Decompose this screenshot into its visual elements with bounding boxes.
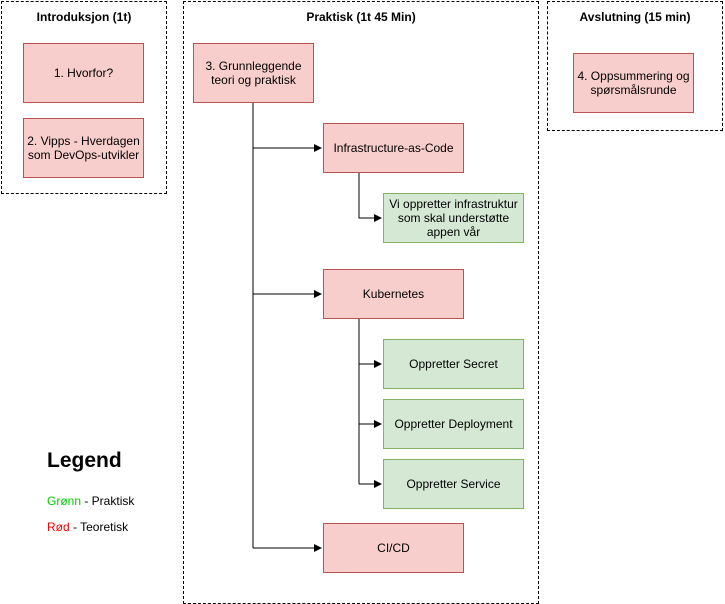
- legend-practical: Grønn - Praktisk: [47, 494, 134, 508]
- node-vipps[interactable]: 2. Vipps - Hverdagen som DevOps-utvikler: [23, 118, 144, 178]
- node-service[interactable]: Oppretter Service: [383, 459, 524, 509]
- node-why[interactable]: 1. Hvorfor?: [23, 43, 144, 103]
- group-intro-title: Introduksjon (1t): [36, 10, 132, 24]
- legend-red-desc: - Teoretisk: [69, 520, 129, 534]
- group-intro: Introduksjon (1t): [1, 1, 167, 194]
- node-secret[interactable]: Oppretter Secret: [383, 339, 524, 389]
- legend-theory: Rød - Teoretisk: [47, 520, 128, 534]
- node-deployment[interactable]: Oppretter Deployment: [383, 399, 524, 449]
- group-conclusion-title: Avslutning (15 min): [579, 10, 691, 24]
- legend-title: Legend: [47, 449, 122, 472]
- node-kubernetes[interactable]: Kubernetes: [323, 269, 464, 319]
- node-basics[interactable]: 3. Grunnleggende teori og praktisk: [193, 43, 314, 103]
- legend-green-word: Grønn: [47, 494, 82, 508]
- arrow-to-iac-task: [358, 173, 382, 222]
- node-iac-task[interactable]: Vi oppretter infrastruktur som skal unde…: [383, 193, 524, 243]
- node-iac[interactable]: Infrastructure-as-Code: [323, 123, 464, 173]
- legend-green-desc: - Praktisk: [81, 494, 135, 508]
- group-practical-title: Praktisk (1t 45 Min): [306, 10, 416, 24]
- node-cicd[interactable]: CI/CD: [323, 523, 464, 573]
- legend-red-word: Rød: [47, 520, 70, 534]
- group-conclusion: Avslutning (15 min): [547, 1, 723, 131]
- node-summary[interactable]: 4. Oppsummering og spørsmålsrunde: [573, 53, 694, 113]
